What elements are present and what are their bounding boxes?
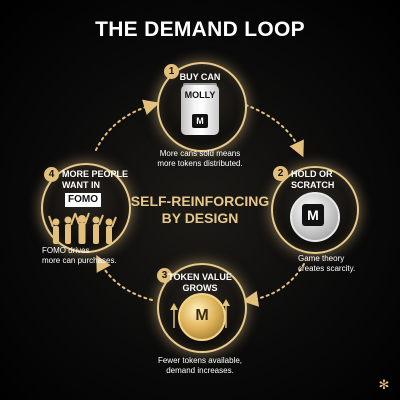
arrow-4-to-1 bbox=[95, 99, 160, 151]
asterisk-logo-icon: ✻ bbox=[378, 377, 390, 392]
step-number-badge: 2 bbox=[273, 166, 288, 181]
crowd-icon bbox=[48, 212, 117, 244]
step-number-badge: 1 bbox=[164, 64, 179, 79]
step-number-badge: 3 bbox=[157, 268, 172, 283]
scratch-coin-letter: M bbox=[302, 204, 324, 226]
arrow-1-to-2 bbox=[239, 102, 304, 158]
arrow-2-to-3 bbox=[242, 263, 305, 307]
can-brand-text: MOLLY bbox=[184, 90, 216, 100]
gold-coin-icon bbox=[178, 293, 226, 341]
page-title: THE DEMAND LOOP bbox=[95, 18, 305, 41]
growth-arrows-icon bbox=[170, 299, 230, 328]
fomo-tag: FOMO bbox=[65, 193, 101, 207]
step-number-badge: 4 bbox=[44, 167, 59, 182]
step-description: More cans sold means more tokens distrib… bbox=[157, 149, 243, 168]
arrow-3-to-4 bbox=[96, 254, 153, 301]
center-tagline: SELF-REINFORCING BY DESIGN bbox=[130, 193, 270, 226]
step-description: Fewer tokens available, demand increases… bbox=[157, 356, 243, 375]
step-label: BUY CAN bbox=[179, 72, 221, 82]
can-logo-mark: M bbox=[192, 114, 208, 128]
step-label: HOLD OR SCRATCH bbox=[291, 169, 335, 190]
step-description: Game theory creates scarcity. bbox=[298, 254, 356, 273]
step-label: TOKEN VALUE GROWS bbox=[168, 272, 232, 293]
step-description: FOMO drives more can purchases. bbox=[42, 246, 117, 265]
gold-coin-letter: M bbox=[195, 307, 209, 324]
step-label: MORE PEOPLE WANT IN bbox=[62, 169, 129, 190]
